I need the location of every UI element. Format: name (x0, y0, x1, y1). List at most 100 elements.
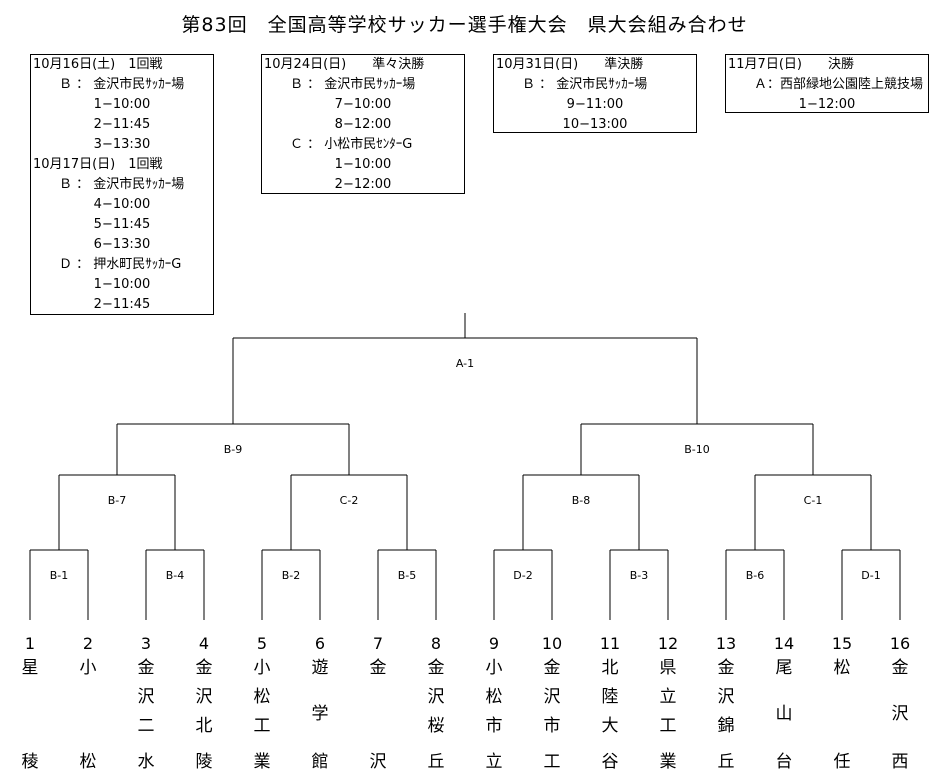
match-label-r1-7: B-6 (746, 569, 765, 582)
schedule-line: Ａ：西部緑地公園陸上競技場 (754, 77, 924, 92)
schedule-box-final: 11月7日(日) 決勝 Ａ：西部緑地公園陸上競技場 1−12:00 (725, 54, 929, 113)
team-name-char: 小 (80, 658, 97, 678)
schedule-line: 10−13:00 (562, 117, 628, 132)
schedule-line: Ｄ ： 押水町民ｻｯｶｰG (59, 257, 182, 272)
team-name-char: 金 (370, 658, 387, 678)
match-label-r1-3: B-2 (282, 569, 301, 582)
team-name-char: 小 (254, 658, 271, 678)
team-name-char: 工 (660, 716, 677, 736)
team-name-char: 遊 (312, 658, 329, 678)
match-label-r1-1: B-1 (50, 569, 69, 582)
team-name-char: 松 (254, 687, 271, 707)
team-name-char: 水 (138, 752, 155, 772)
team-name-char: 工 (254, 716, 271, 736)
team-name-char: 松 (80, 752, 97, 772)
team-name-char: 業 (254, 752, 271, 772)
match-label-r3-1: B-9 (224, 443, 243, 456)
match-label-r1-8: D-1 (861, 569, 880, 582)
schedule-line: 10月31日(日) 準決勝 (496, 57, 644, 72)
schedule-line: 3−13:30 (93, 137, 151, 152)
team-name-char: 金 (718, 658, 735, 678)
team-number: 13 (716, 634, 736, 653)
schedule-line: 5−11:45 (93, 217, 151, 232)
schedule-line: 4−10:00 (93, 197, 151, 212)
schedule-line: Ｂ ： 金沢市民ｻｯｶｰ場 (59, 177, 185, 192)
team-name-char: 丘 (428, 752, 445, 772)
team-number: 6 (315, 634, 325, 653)
team-name-char: 金 (892, 658, 909, 678)
schedule-line: 10月16日(土) 1回戦 (33, 57, 163, 72)
page-title: 第83回 全国高等学校サッカー選手権大会 県大会組み合わせ (181, 14, 748, 36)
match-label-r1-2: B-4 (166, 569, 185, 582)
match-label-r1-4: B-5 (398, 569, 417, 582)
team-name-char: 丘 (718, 752, 735, 772)
team-number: 16 (890, 634, 910, 653)
schedule-line: 8−12:00 (334, 117, 392, 132)
match-label-r2-3: B-8 (572, 494, 591, 507)
match-label-r2-4: C-1 (804, 494, 823, 507)
schedule-line: 11月7日(日) 決勝 (728, 57, 854, 72)
schedule-line: 10月24日(日) 準々決勝 (264, 57, 425, 72)
team-name-char: 館 (312, 752, 329, 772)
schedule-line: 2−11:45 (93, 297, 151, 312)
team-name-char: 星 (22, 658, 39, 678)
team-name-char: 金 (428, 658, 445, 678)
team-name-char: 工 (544, 752, 561, 772)
match-label-r3-2: B-10 (684, 443, 710, 456)
team-name-char: 立 (486, 752, 503, 772)
team-name-char: 二 (138, 716, 155, 736)
team-name-char: 陸 (602, 687, 619, 707)
team-name-char: 金 (544, 658, 561, 678)
schedule-line: 1−10:00 (93, 277, 151, 292)
team-name-char: 西 (892, 752, 909, 772)
team-name-char: 大 (602, 716, 619, 736)
team-number: 14 (774, 634, 794, 653)
team-name-char: 立 (660, 687, 677, 707)
schedule-line: 2−11:45 (93, 117, 151, 132)
team-name-char: 松 (486, 687, 503, 707)
schedule-line: Ｃ ： 小松市民ｾﾝﾀｰG (290, 137, 413, 152)
team-name-char: 市 (544, 716, 561, 736)
team-number: 9 (489, 634, 499, 653)
schedule-line: Ｂ ： 金沢市民ｻｯｶｰ場 (59, 77, 185, 92)
team-name-char: 稜 (22, 752, 39, 772)
schedule-box-semifinal: 10月31日(日) 準決勝 Ｂ ： 金沢市民ｻｯｶｰ場 9−11:00 10−13:0… (493, 54, 697, 133)
schedule-line: 2−12:00 (334, 177, 392, 192)
schedule-line: Ｂ ： 金沢市民ｻｯｶｰ場 (290, 77, 416, 92)
team-number: 10 (542, 634, 562, 653)
team-name-char: 小 (486, 658, 503, 678)
team-number: 11 (600, 634, 620, 653)
team-name-char: 錦 (718, 716, 735, 736)
schedule-line: 7−10:00 (334, 97, 392, 112)
team-number: 1 (25, 634, 35, 653)
team-name-char: 北 (196, 716, 213, 736)
match-label-r2-1: B-7 (108, 494, 127, 507)
team-name-char: 沢 (892, 704, 909, 724)
team-name-char: 県 (660, 658, 677, 678)
team-name-char: 桜 (428, 716, 445, 736)
team-number: 7 (373, 634, 383, 653)
schedule-line: 1−12:00 (798, 97, 856, 112)
team-name-char: 業 (660, 752, 677, 772)
team-name-char: 沢 (428, 687, 445, 707)
team-name-char: 金 (196, 658, 213, 678)
schedule-box-quarterfinal: 10月24日(日) 準々決勝 Ｂ ： 金沢市民ｻｯｶｰ場 7−10:00 8−12:0… (261, 54, 465, 194)
schedule-box-round1: 10月16日(土) 1回戦 Ｂ ： 金沢市民ｻｯｶｰ場 1−10:00 2−11:45… (30, 54, 214, 315)
team-name-char: 松 (834, 658, 851, 678)
team-name-char: 沢 (138, 687, 155, 707)
schedule-line: Ｂ ： 金沢市民ｻｯｶｰ場 (522, 77, 648, 92)
match-label-r1-5: D-2 (513, 569, 532, 582)
match-label-r1-6: B-3 (630, 569, 649, 582)
team-name-char: 沢 (370, 752, 387, 772)
match-label-r2-2: C-2 (340, 494, 359, 507)
schedule-line: 9−11:00 (566, 97, 624, 112)
team-name-char: 山 (776, 704, 793, 724)
team-name-char: 任 (834, 752, 851, 772)
team-name-char: 尾 (776, 658, 793, 678)
team-name-char: 谷 (602, 752, 619, 772)
schedule-line: 1−10:00 (93, 97, 151, 112)
match-label-final: A-1 (456, 357, 474, 370)
team-name-char: 沢 (196, 687, 213, 707)
team-name-char: 陵 (196, 752, 213, 772)
